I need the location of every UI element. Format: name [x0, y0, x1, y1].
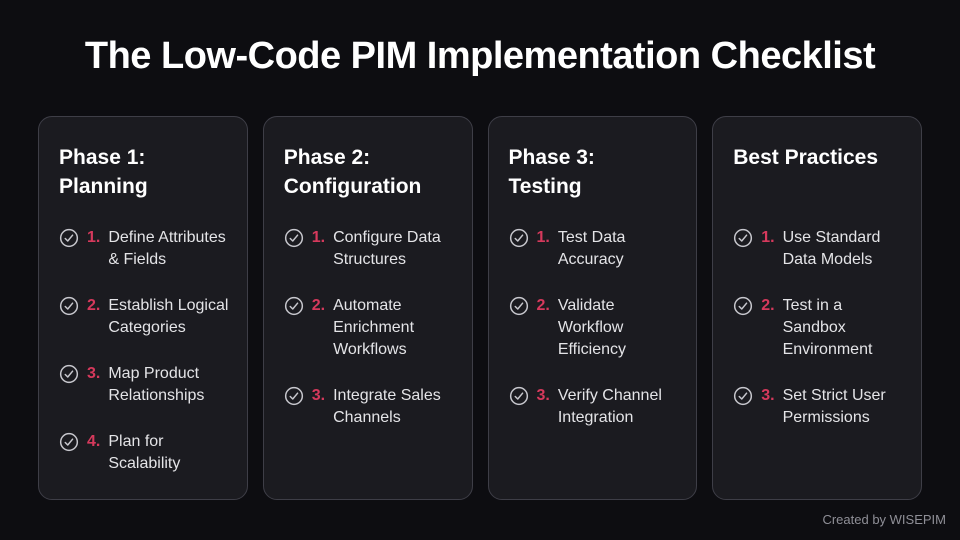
page-title: The Low-Code PIM Implementation Checklis…	[84, 35, 876, 77]
item-number: 2.	[536, 297, 550, 314]
item-number: 1.	[761, 229, 775, 246]
item-text: Use Standard Data Models	[782, 229, 881, 268]
item-text: Integrate Sales Channels	[333, 387, 441, 426]
item-text: Plan for Scalability	[108, 433, 181, 472]
card-title: Best Practices	[733, 146, 879, 169]
item-text: Establish Logical Categories	[108, 297, 229, 336]
item-number: 3.	[311, 387, 326, 404]
checklist-item: 2. Establish Logical Categories	[59, 295, 235, 339]
check-circle-icon	[733, 296, 753, 316]
checklist-item: 1. Configure Data Structures	[284, 227, 460, 271]
check-circle-icon	[284, 228, 304, 248]
card-title: Phase 1: Planning	[59, 146, 148, 198]
checklist-items: 1. Test Data Accuracy 2. Validate Workfl…	[509, 227, 685, 429]
check-circle-icon	[509, 386, 529, 406]
item-text: Test in a Sandbox Environment	[782, 297, 873, 358]
check-circle-icon	[59, 228, 79, 248]
credit-text: Created by WISEPIM	[822, 512, 946, 527]
check-circle-icon	[509, 296, 529, 316]
item-number: 1.	[311, 229, 326, 246]
checklist-item: 2. Validate Workflow Efficiency	[509, 295, 685, 361]
phase-2-card: Phase 2: Configuration 1. Configure Data…	[262, 116, 473, 500]
check-circle-icon	[59, 364, 79, 384]
check-circle-icon	[509, 228, 529, 248]
phase-1-card: Phase 1: Planning 1. Define Attributes &…	[38, 116, 248, 500]
item-number: 3.	[536, 387, 550, 404]
checklist-item: 2. Automate Enrichment Workflows	[284, 295, 460, 361]
best-practices-card: Best Practices 1. Use Standard Data Mode…	[712, 116, 922, 500]
checklist-item: 1. Define Attributes & Fields	[59, 227, 235, 271]
checklist-item: 4. Plan for Scalability	[59, 431, 235, 475]
card-title: Phase 3: Testing	[508, 146, 595, 198]
card-title: Phase 2: Configuration	[283, 146, 422, 198]
item-text: Automate Enrichment Workflows	[333, 297, 415, 358]
checklist-items: 1. Use Standard Data Models 2. Test in a…	[733, 227, 909, 429]
checklist-item: 3. Verify Channel Integration	[509, 385, 685, 429]
item-number: 3.	[87, 365, 101, 382]
item-text: Configure Data Structures	[333, 229, 441, 268]
check-circle-icon	[733, 228, 753, 248]
item-text: Validate Workflow Efficiency	[557, 297, 627, 358]
check-circle-icon	[59, 296, 79, 316]
item-number: 2.	[87, 297, 101, 314]
checklist-item: 1. Use Standard Data Models	[733, 227, 909, 271]
item-number: 1.	[87, 229, 101, 246]
checklist-item: 3. Integrate Sales Channels	[284, 385, 460, 429]
item-text: Define Attributes & Fields	[108, 229, 226, 268]
item-text: Set Strict User Permissions	[782, 387, 886, 426]
check-circle-icon	[733, 386, 753, 406]
item-text: Verify Channel Integration	[557, 387, 662, 426]
check-circle-icon	[59, 432, 79, 452]
check-circle-icon	[284, 386, 304, 406]
item-number: 1.	[536, 229, 550, 246]
item-number: 2.	[761, 297, 775, 314]
checklist-item: 3. Map Product Relationships	[59, 363, 235, 407]
item-number: 4.	[87, 433, 101, 450]
checklist-items: 1. Configure Data Structures 2. Automate…	[284, 227, 460, 429]
item-number: 2.	[311, 297, 326, 314]
check-circle-icon	[284, 296, 304, 316]
item-number: 3.	[761, 387, 775, 404]
phase-3-card: Phase 3: Testing 1. Test Data Accuracy 2…	[487, 116, 698, 500]
item-text: Test Data Accuracy	[557, 229, 626, 268]
checklist-items: 1. Define Attributes & Fields 2. Establi…	[59, 227, 235, 475]
checklist-item: 2. Test in a Sandbox Environment	[733, 295, 909, 361]
checklist-item: 1. Test Data Accuracy	[509, 227, 685, 271]
checklist-columns: Phase 1: Planning 1. Define Attributes &…	[0, 116, 960, 500]
checklist-item: 3. Set Strict User Permissions	[733, 385, 909, 429]
item-text: Map Product Relationships	[108, 365, 205, 404]
